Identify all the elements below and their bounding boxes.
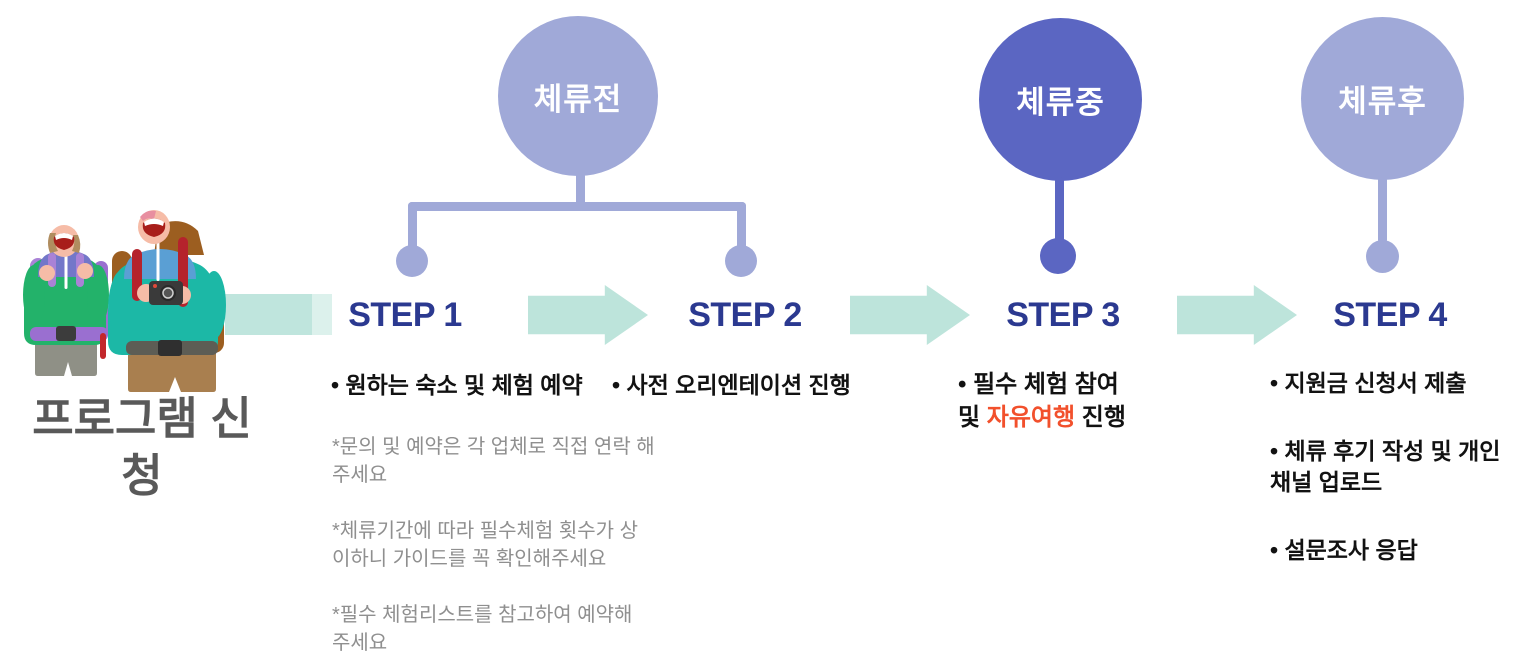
flow-tail-bar — [225, 294, 312, 335]
connector-dot-step1 — [396, 245, 428, 277]
connector-dot-step3 — [1040, 238, 1076, 274]
connector-after-stem — [1378, 176, 1387, 244]
connector-before-hbar — [408, 202, 746, 211]
step1-bullet: • 원하는 숙소 및 체험 예약 — [331, 372, 583, 398]
traveler-right — [108, 210, 226, 392]
step4-bullet-2: • 체류 후기 작성 및 개인 채널 업로드 — [1270, 438, 1501, 495]
step3-line2-highlight: 자유여행 — [986, 404, 1076, 432]
connector-dot-step2 — [725, 245, 757, 277]
step1-note-3: *필수 체험리스트를 참고하여 예약해 주세요 — [332, 604, 633, 654]
arrow-right-icon-step1-step2 — [528, 285, 648, 345]
step3-line2-prefix: 및 — [958, 404, 987, 432]
step4-bullets: • 지원금 신청서 제출 • 체류 후기 작성 및 개인 채널 업로드 • 설문… — [1270, 368, 1522, 565]
step4-bullet-1: • 지원금 신청서 제출 — [1270, 370, 1467, 396]
phase-circle-after-stay: 체류후 — [1301, 17, 1464, 180]
phase-label-before: 체류전 — [533, 81, 623, 117]
step3-line2-suffix: 진행 — [1075, 404, 1126, 432]
flow-tail-bar-fade — [312, 294, 332, 335]
step2-label: STEP 2 — [688, 296, 802, 334]
program-apply-title: 프로그램 신청 — [32, 393, 252, 502]
step3-label: STEP 3 — [1006, 296, 1120, 334]
step3-bullet: • 필수 체험 참여 및 자유여행 진행 — [958, 368, 1208, 434]
connector-before-drop-left — [408, 202, 417, 252]
phase-label-after: 체류후 — [1338, 84, 1427, 119]
connector-before-stem — [576, 172, 585, 208]
traveler-left — [23, 225, 109, 376]
phase-label-during: 체류중 — [1016, 85, 1105, 120]
step3-line1: • 필수 체험 참여 — [958, 371, 1119, 398]
arrow-right-icon-step3-step4 — [1177, 285, 1297, 345]
travelers-illustration — [23, 210, 226, 392]
step1-notes: *문의 및 예약은 각 업체로 직접 연락 해주세요 *체류기간에 따라 필수체… — [332, 433, 656, 670]
step1-note-2: *체류기간에 따라 필수체험 횟수가 상이하니 가이드를 꼭 확인해주세요 — [332, 520, 639, 570]
step4-label: STEP 4 — [1333, 296, 1447, 334]
connector-during-stem — [1055, 177, 1064, 245]
step1-note-1: *문의 및 예약은 각 업체로 직접 연락 해주세요 — [332, 436, 655, 486]
step1-label: STEP 1 — [348, 296, 462, 334]
phase-circle-during-stay: 체류중 — [979, 18, 1142, 181]
step4-bullet-3: • 설문조사 응답 — [1270, 537, 1418, 564]
connector-before-drop-right — [737, 202, 746, 252]
connector-dot-step4 — [1366, 240, 1399, 273]
phase-circle-before-stay: 체류전 — [498, 16, 658, 176]
arrow-right-icon-step2-step3 — [850, 285, 970, 345]
step2-bullet: • 사전 오리엔테이션 진행 — [612, 372, 851, 398]
